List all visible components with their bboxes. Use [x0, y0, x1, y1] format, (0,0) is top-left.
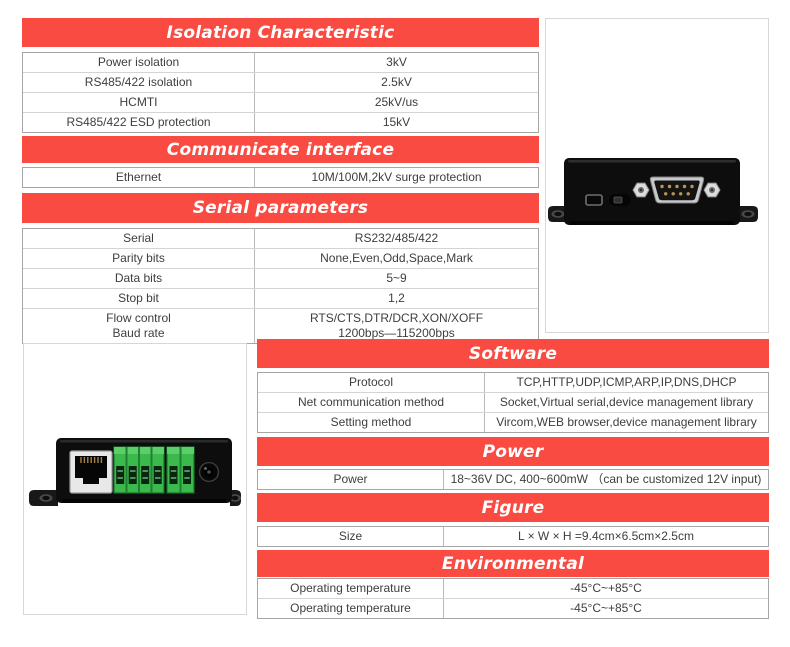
table-row: Data bits 5~9	[23, 268, 538, 288]
spec-label: Protocol	[258, 373, 485, 392]
spec-table-isolation: Power isolation 3kV RS485/422 isolation 2.5…	[22, 52, 539, 133]
spec-value: -45°C~+85°C	[570, 601, 642, 615]
dc-power-jack	[198, 461, 220, 483]
spec-label: Parity bits	[23, 249, 255, 268]
table-row: Power 18~36V DC, 400~600mW （can be custom…	[258, 470, 768, 489]
spec-label: Stop bit	[23, 289, 255, 308]
spec-value: 25kV/us	[374, 95, 419, 109]
table-row: Stop bit 1,2	[23, 288, 538, 308]
spec-value: 10M/100M,2kV surge protection	[311, 170, 482, 184]
spec-value: -45°C~+85°C	[570, 581, 642, 595]
spec-value: 15kV	[382, 115, 411, 129]
table-row: Protocol TCP,HTTP,UDP,ICMP,ARP,IP,DNS,DHC…	[258, 373, 768, 392]
spec-label: Data bits	[23, 269, 255, 288]
db9-connector	[649, 176, 705, 204]
spec-table-size: Size L × W × H =9.4cm×6.5cm×2.5cm	[257, 526, 769, 547]
spec-value: Vircom,WEB browser,device management lib…	[496, 415, 757, 429]
device-body	[564, 158, 740, 225]
rj45-port	[69, 450, 113, 494]
spec-label: Net communication method	[258, 393, 485, 412]
table-row: Ethernet 10M/100M,2kV surge protection	[23, 168, 538, 187]
spec-value: 5~9	[386, 271, 407, 285]
section-header-communicate: Communicate interface	[22, 136, 539, 163]
spec-label: Serial	[23, 229, 255, 248]
section-header-power: Power	[257, 437, 769, 466]
table-row: HCMTI 25kV/us	[23, 92, 538, 112]
spec-value: Socket,Virtual serial,device management …	[499, 395, 754, 409]
spec-label: Flow control Baud rate	[23, 309, 255, 343]
product-photo-rj45-rear	[23, 343, 247, 615]
led-window	[585, 194, 603, 206]
table-row: Size L × W × H =9.4cm×6.5cm×2.5cm	[258, 527, 768, 546]
spec-table-software: Protocol TCP,HTTP,UDP,ICMP,ARP,IP,DNS,DHC…	[257, 372, 769, 433]
jack-screw-right	[703, 182, 721, 198]
jack-screw-left	[632, 182, 650, 198]
spec-label: Power isolation	[23, 53, 255, 72]
spec-label: Ethernet	[23, 168, 255, 187]
mounting-ear-left	[548, 206, 569, 222]
spec-value: 18~36V DC, 400~600mW （can be customized …	[450, 472, 762, 486]
section-header-software: Software	[257, 339, 769, 368]
section-header-isolation: Isolation Characteristic	[22, 18, 539, 47]
section-header-environmental: Environmental	[257, 550, 769, 577]
table-row: Parity bits None,Even,Odd,Space,Mark	[23, 248, 538, 268]
table-row: Power isolation 3kV	[23, 53, 538, 72]
spec-label: RS485/422 isolation	[23, 73, 255, 92]
product-photo-db9-front	[545, 18, 769, 333]
config-switch	[609, 194, 631, 206]
terminal-block-2pin	[166, 446, 195, 494]
spec-value: 3kV	[386, 55, 407, 69]
spec-value: RS232/485/422	[354, 231, 439, 245]
section-header-figure: Figure	[257, 493, 769, 522]
spec-table-power: Power 18~36V DC, 400~600mW （can be custom…	[257, 469, 769, 490]
table-row: RS485/422 ESD protection 15kV	[23, 112, 538, 132]
spec-label: Operating temperature	[258, 599, 444, 618]
table-row: Serial RS232/485/422	[23, 229, 538, 248]
terminal-block-4pin	[113, 446, 165, 494]
spec-table-communicate: Ethernet 10M/100M,2kV surge protection	[22, 167, 539, 188]
spec-label: RS485/422 ESD protection	[23, 113, 255, 132]
spec-label: Size	[258, 527, 444, 546]
table-row: Flow control Baud rate RTS/CTS,DTR/DCR,XO…	[23, 308, 538, 343]
mounting-ear-left	[29, 490, 58, 506]
spec-value: TCP,HTTP,UDP,ICMP,ARP,IP,DNS,DHCP	[516, 375, 737, 389]
spec-value: 1,2	[388, 291, 405, 305]
table-row: Operating temperature -45°C~+85°C	[258, 579, 768, 598]
spec-label: Operating temperature	[258, 579, 444, 598]
table-row: Setting method Vircom,WEB browser,device …	[258, 412, 768, 432]
section-header-serial: Serial parameters	[22, 193, 539, 223]
table-row: Operating temperature -45°C~+85°C	[258, 598, 768, 618]
spec-label: HCMTI	[23, 93, 255, 112]
spec-value: None,Even,Odd,Space,Mark	[320, 251, 473, 265]
spec-value: L × W × H =9.4cm×6.5cm×2.5cm	[518, 529, 694, 543]
mounting-ear-right	[737, 206, 758, 222]
table-row: Net communication method Socket,Virtual s…	[258, 392, 768, 412]
spec-label: Setting method	[258, 413, 485, 432]
spec-label: Power	[258, 470, 444, 489]
spec-value: RTS/CTS,DTR/DCR,XON/XOFF 1200bps—115200b…	[309, 311, 484, 340]
table-row: RS485/422 isolation 2.5kV	[23, 72, 538, 92]
spec-value: 2.5kV	[381, 75, 412, 89]
